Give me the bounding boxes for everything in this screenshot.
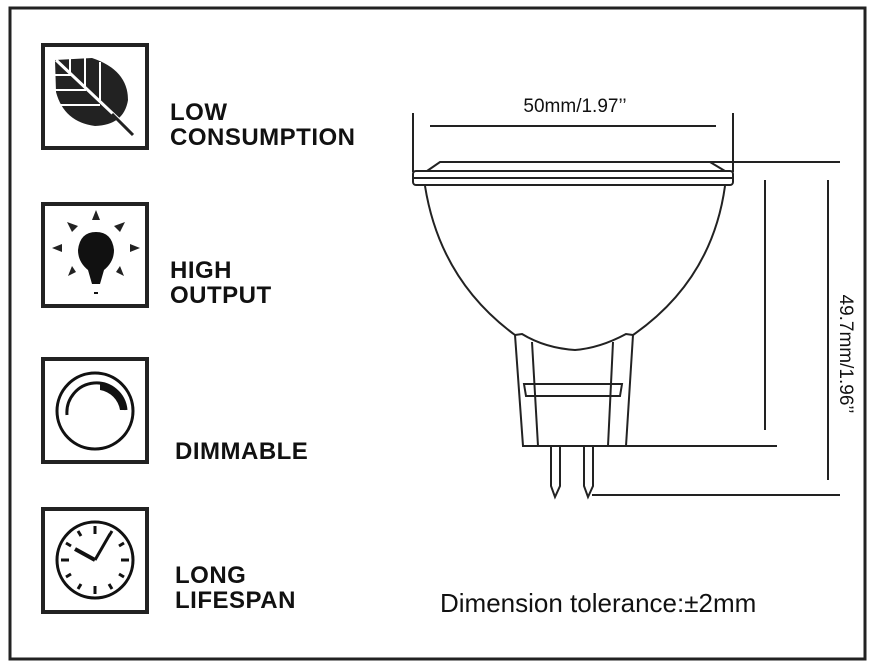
mr16-bulb-drawing [412,113,840,500]
lightbulb-icon [41,202,149,308]
width-dimension-label: 50mm/1.97’’ [523,96,627,117]
label-line: HIGH [170,257,232,284]
outer-frame [8,6,867,661]
feature-label-dimmable: DIMMABLE [175,439,308,464]
leaf-icon [41,43,149,150]
label-line: DIMMABLE [175,438,309,465]
label-line: LONG [175,562,247,589]
height-dimension-label: 49.7mm/1.96’’ [835,294,856,414]
label-line: LOW [170,99,228,126]
label-line: LIFESPAN [175,587,296,614]
label-line: CONSUMPTION [170,124,356,151]
clock-icon [41,507,149,614]
label-line: OUTPUT [170,282,272,309]
dimension-tolerance-note: Dimension tolerance:±2mm [440,588,757,618]
dimmer-icon [41,357,149,464]
